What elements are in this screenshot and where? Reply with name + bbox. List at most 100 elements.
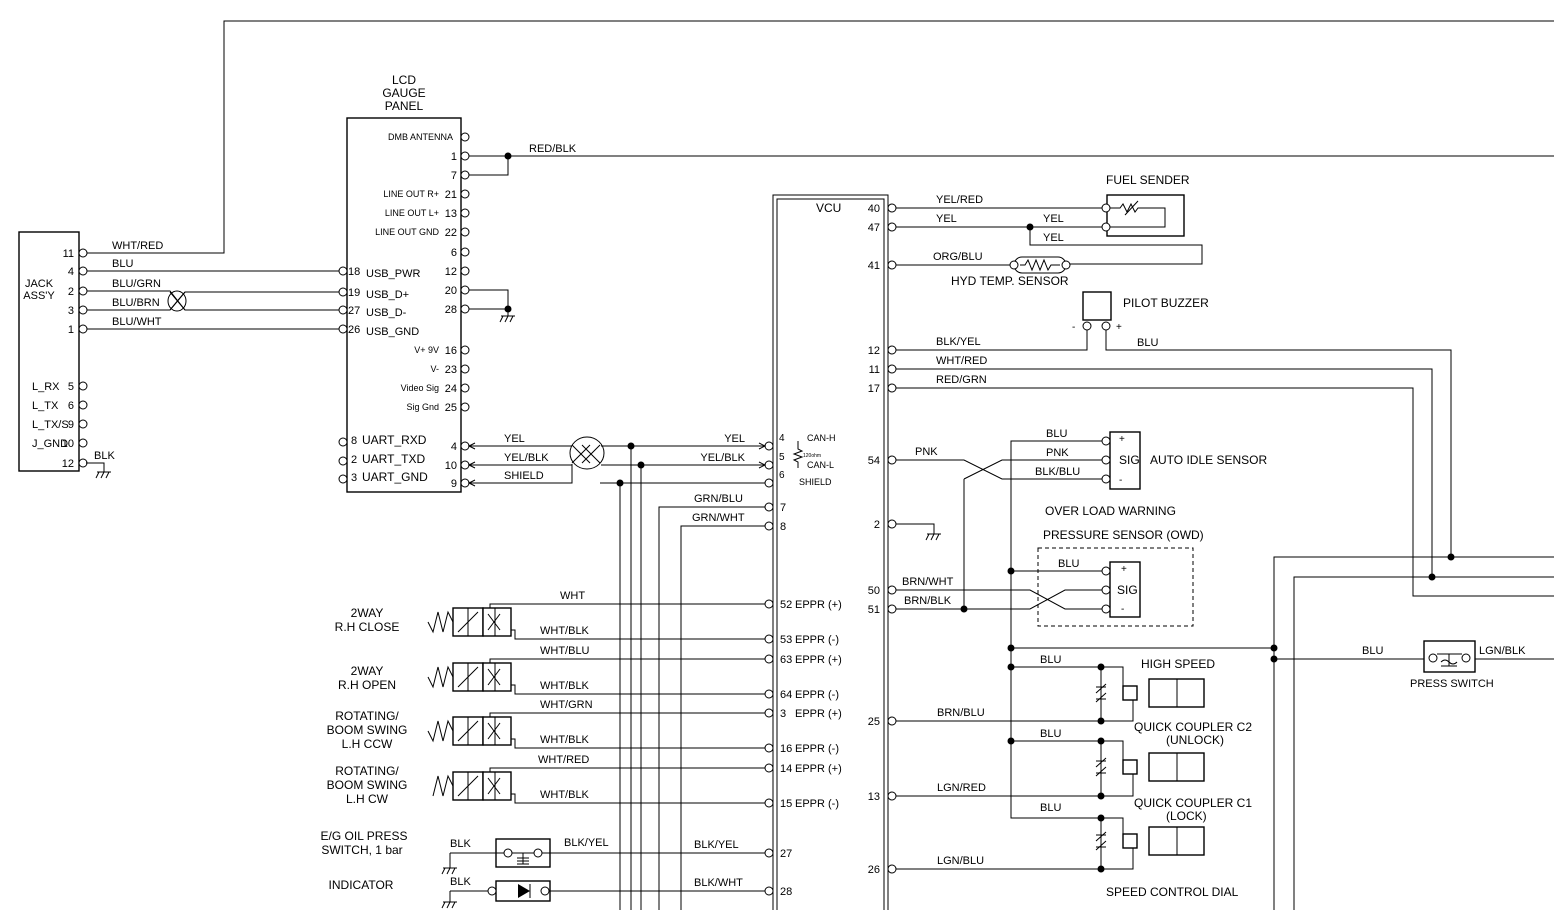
vcu-left-pin-num: 52: [780, 599, 792, 611]
uart-wire-right: YEL: [724, 433, 745, 445]
jack-lower-pin-label: L_TX: [32, 400, 59, 412]
svg-text:SWITCH, 1 bar: SWITCH, 1 bar: [321, 843, 402, 857]
vcu-right-pin: [887, 260, 897, 270]
lcd-pin: [460, 364, 470, 374]
lcd-pin-label: V-: [430, 364, 439, 374]
vcu-left-pin: [764, 689, 774, 699]
relay-coil: [1122, 833, 1138, 849]
vcu-left-pin: [764, 634, 774, 644]
vcu-right-pin: [887, 791, 897, 801]
svg-text:BLU: BLU: [1040, 728, 1061, 740]
vcu-right-pin-num: 25: [868, 716, 880, 728]
vcu-right-wire: BLK/YEL: [936, 336, 981, 348]
jack-title-2: ASS'Y: [23, 290, 55, 302]
lcd-uart-left-pin: [338, 437, 348, 447]
vcu-left-pin-label: EPPR (-): [795, 634, 839, 646]
overload-warning: OVER LOAD WARNING PRESSURE SENSOR (OWD) …: [896, 504, 1204, 627]
vcu-right-pin-num: 51: [868, 604, 880, 616]
vcu-left-wire: WHT: [560, 590, 585, 602]
usb-twist: [167, 290, 187, 312]
vcu-right-pin: [887, 203, 897, 213]
vcu-can-sig: CAN-L: [807, 460, 834, 470]
vcu-left-pin-num: 16: [780, 743, 792, 755]
vcu-right-pin-num: 17: [868, 383, 880, 395]
lcd-pin: [460, 227, 470, 237]
vcu-right-pin-num: 40: [868, 203, 880, 215]
spring-icon: [427, 665, 454, 689]
vcu-can-sig: CAN-H: [807, 433, 836, 443]
lcd-pin-number: 25: [445, 402, 457, 414]
vcu-left-pin-label: EPPR (-): [795, 798, 839, 810]
vcu-right-wire: BRN/WHT: [902, 576, 954, 588]
lcd-ground: [469, 289, 515, 323]
ohm-label: 120ohm: [803, 453, 821, 459]
lcd-pin: [460, 170, 470, 180]
lcd-pin-label: Video Sig: [401, 383, 439, 393]
vcu-right-pin-num: 12: [868, 345, 880, 357]
vcu-left-pin: [764, 848, 774, 858]
solenoid-label: (LOCK): [1166, 809, 1207, 823]
spring-icon: [427, 610, 454, 634]
vcu-right-pin: [887, 716, 897, 726]
svg-text:BLU: BLU: [1058, 558, 1079, 570]
vcu-can-pin: [764, 460, 774, 470]
vcu-can-pin-num: 4: [779, 433, 785, 444]
lcd-usb-pin: [338, 305, 348, 315]
relay-wires: [896, 368, 1554, 910]
fuel-sender: FUEL SENDER: [896, 173, 1203, 265]
vcu-right-wire: WHT/RED: [936, 355, 987, 367]
arrow-icon: [758, 442, 767, 450]
vcu-can-sig: SHIELD: [799, 477, 832, 487]
lcd-pin: [460, 208, 470, 218]
jack-pin-number: 1: [68, 324, 74, 336]
vcu-left-wire: WHT/BLK: [540, 734, 590, 746]
vcu-right-pin: [887, 455, 897, 465]
svg-text:BLU: BLU: [1040, 654, 1061, 666]
svg-text:LGN/BLK: LGN/BLK: [1479, 645, 1526, 657]
lcd-pin-label: Sig Gnd: [406, 402, 439, 412]
vcu-right-pin-num: 13: [868, 791, 880, 803]
vcu-left-pin: [764, 502, 774, 512]
vcu-left-pin-num: 64: [780, 689, 792, 701]
lcd-usb-pin-number: 19: [348, 287, 360, 299]
vcu-left-pin-num: 8: [780, 521, 786, 533]
vcu-left-pin: [764, 886, 774, 896]
lcd-uart-right-num: 4: [451, 441, 457, 453]
lcd-pin: [460, 132, 470, 142]
svg-text:-: -: [1119, 475, 1122, 486]
lcd-uart-left-pin: [338, 474, 348, 484]
vcu-left-wire: GRN/WHT: [692, 512, 745, 524]
svg-text:INDICATOR: INDICATOR: [329, 878, 394, 892]
svg-text:BLU: BLU: [1046, 428, 1067, 440]
jack-lower-pin-label: L_TX/S: [32, 419, 69, 431]
speed-control-dial-label: SPEED CONTROL DIAL: [1106, 885, 1239, 899]
valve-label: L.H CW: [346, 792, 389, 806]
jack-pin-number: 2: [68, 286, 74, 298]
lcd-usb-pin: [338, 287, 348, 297]
lcd-title-2: GAUGE: [382, 86, 425, 100]
jack-title-1: JACK: [25, 278, 54, 290]
uart-wire-left: SHIELD: [504, 470, 544, 482]
lcd-pin-label: DMB ANTENNA: [388, 132, 453, 142]
jack-wire-label: BLU/GRN: [112, 278, 161, 290]
jack-lower-pin-number: 5: [68, 381, 74, 393]
vcu-can-pin: [764, 441, 774, 451]
vcu-left-wire: WHT/RED: [538, 754, 589, 766]
svg-text:PNK: PNK: [1046, 447, 1069, 459]
diode-icon: [1095, 757, 1107, 777]
lcd-title-1: LCD: [392, 73, 416, 87]
lcd-uart-right-pin: [460, 460, 470, 470]
jack-wire-label: BLU: [112, 258, 133, 270]
solenoid-label: HIGH SPEED: [1141, 657, 1215, 671]
vcu-right-pin-num: 41: [868, 260, 880, 272]
vcu-left-pin: [764, 708, 774, 718]
valve-label: R.H OPEN: [338, 678, 396, 692]
lcd-usb-pin-number: 18: [348, 266, 360, 278]
jack-wire-label: WHT/RED: [112, 240, 163, 252]
vcu-right-wire: YEL: [936, 213, 957, 225]
vcu-left-wire: BLK/YEL: [694, 839, 739, 851]
jack-lower-pin-number: 9: [68, 419, 74, 431]
jack-pin: [78, 266, 88, 276]
